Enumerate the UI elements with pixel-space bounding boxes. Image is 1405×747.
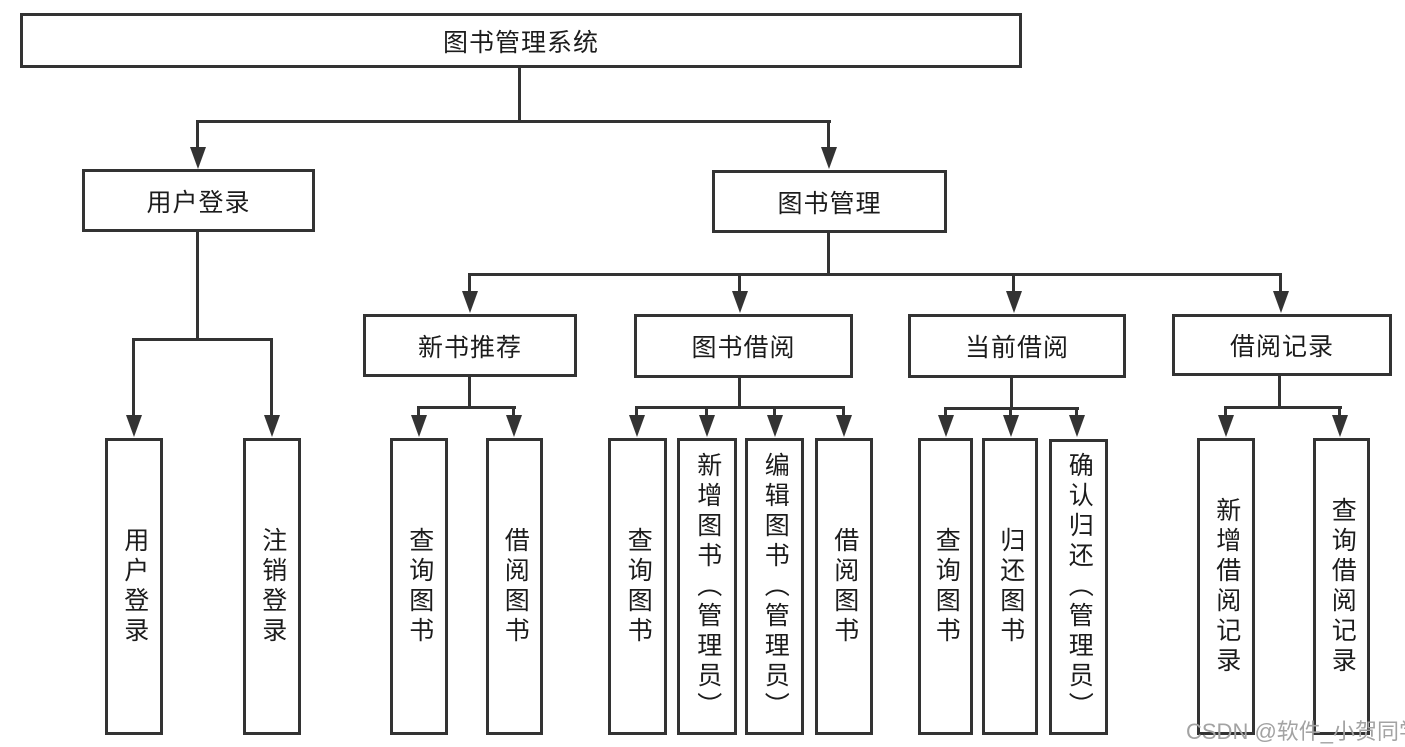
node-leaf-add-book-label: 新增图书（管理员）: [693, 451, 722, 722]
connector-to-leaf-query1: [417, 406, 420, 417]
node-leaf-confirm-return: 确认归还（管理员）: [1049, 439, 1108, 735]
arrowhead-leaf-query3: [938, 415, 954, 437]
arrowhead-leaf-confirm: [1069, 415, 1085, 437]
arrowhead-leaf-return: [1003, 415, 1019, 437]
arrowhead-leaf-edit-book: [767, 415, 783, 437]
connector-to-user-login: [196, 120, 199, 148]
node-current-borrow-label: 当前借阅: [964, 334, 1069, 362]
connector-to-leaf-confirm: [1075, 407, 1078, 417]
connector-to-leaf-user-login: [132, 338, 135, 416]
arrowhead-book-mgmt: [821, 147, 837, 169]
arrowhead-new-book-rec: [462, 291, 478, 313]
node-leaf-return-book-label: 归还图书: [996, 526, 1025, 647]
connector-root-bar: [196, 120, 831, 123]
node-leaf-query-book-2: 查询图书: [608, 438, 667, 735]
connector-currentborrow-stem: [1010, 378, 1013, 408]
arrowhead-current-borrow: [1006, 291, 1022, 313]
connector-to-leaf-query2: [635, 406, 638, 417]
connector-to-leaf-logout: [270, 338, 273, 416]
connector-to-leaf-edit-book: [773, 406, 776, 417]
node-root-label: 图书管理系统: [442, 28, 599, 57]
arrowhead-leaf-borrow2: [836, 415, 852, 437]
node-user-login: 用户登录: [82, 169, 315, 232]
node-user-login-label: 用户登录: [146, 188, 251, 217]
node-leaf-query-book-1-label: 查询图书: [405, 526, 434, 647]
node-leaf-query-record: 查询借阅记录: [1313, 438, 1370, 735]
connector-to-leaf-return: [1009, 407, 1012, 417]
connector-borrowrecord-stem: [1278, 376, 1281, 406]
node-borrow-record: 借阅记录: [1172, 314, 1392, 376]
connector-newbookrec-bar: [417, 406, 516, 409]
node-book-borrow-label: 图书借阅: [691, 334, 796, 362]
node-leaf-logout: 注销登录: [243, 438, 301, 735]
node-leaf-query-record-label: 查询借阅记录: [1328, 496, 1357, 677]
connector-to-leaf-query-record: [1338, 406, 1341, 417]
node-leaf-add-record-label: 新增借阅记录: [1212, 496, 1241, 677]
node-current-borrow: 当前借阅: [908, 314, 1126, 378]
connector-bookborrow-stem: [738, 378, 741, 406]
node-leaf-query-book-1: 查询图书: [390, 438, 448, 735]
node-leaf-borrow-book-1: 借阅图书: [486, 438, 543, 735]
connector-to-leaf-query3: [944, 407, 947, 417]
node-book-mgmt: 图书管理: [712, 170, 947, 233]
node-leaf-confirm-return-label: 确认归还（管理员）: [1065, 452, 1094, 722]
node-leaf-return-book: 归还图书: [982, 438, 1038, 735]
connector-userlogin-stem: [196, 232, 199, 338]
arrowhead-leaf-query-record: [1332, 415, 1348, 437]
node-book-mgmt-label: 图书管理: [777, 189, 882, 218]
node-leaf-add-record: 新增借阅记录: [1197, 438, 1255, 735]
connector-borrowrecord-bar: [1224, 406, 1342, 409]
node-leaf-user-login: 用户登录: [105, 438, 163, 735]
connector-to-borrow-record: [1279, 273, 1282, 293]
arrowhead-leaf-add-book: [699, 415, 715, 437]
connector-to-leaf-add-book: [705, 406, 708, 417]
arrowhead-book-borrow: [732, 291, 748, 313]
node-leaf-borrow-book-1-label: 借阅图书: [501, 526, 530, 647]
node-leaf-query-book-2-label: 查询图书: [624, 526, 653, 647]
connector-bookmgmt-bar: [468, 273, 1282, 276]
connector-to-new-book-rec: [468, 273, 471, 293]
connector-newbookrec-stem: [468, 377, 471, 406]
connector-to-book-mgmt: [827, 120, 830, 148]
node-leaf-edit-book: 编辑图书（管理员）: [745, 438, 804, 735]
arrowhead-leaf-query1: [411, 415, 427, 437]
node-leaf-query-book-3-label: 查询图书: [932, 526, 961, 647]
node-root: 图书管理系统: [20, 13, 1022, 68]
arrowhead-leaf-query2: [629, 415, 645, 437]
node-new-book-rec: 新书推荐: [363, 314, 577, 377]
node-leaf-add-book: 新增图书（管理员）: [677, 438, 737, 735]
node-leaf-borrow-book-2: 借阅图书: [815, 438, 873, 735]
arrowhead-user-login: [190, 147, 206, 169]
node-leaf-borrow-book-2-label: 借阅图书: [830, 526, 859, 647]
connector-to-current-borrow: [1012, 273, 1015, 293]
connector-bookmgmt-stem: [827, 233, 830, 273]
node-leaf-logout-label: 注销登录: [258, 526, 287, 647]
arrowhead-leaf-logout: [264, 415, 280, 437]
connector-to-leaf-borrow1: [512, 406, 515, 417]
connector-to-book-borrow: [738, 273, 741, 293]
node-new-book-rec-label: 新书推荐: [417, 333, 522, 362]
arrowhead-borrow-record: [1273, 291, 1289, 313]
node-leaf-query-book-3: 查询图书: [918, 438, 973, 735]
csdn-watermark: CSDN @软件_小贺同学: [1186, 719, 1405, 744]
node-leaf-user-login-label: 用户登录: [120, 526, 149, 647]
connector-to-leaf-add-record: [1224, 406, 1227, 417]
connector-root-stem: [518, 68, 521, 120]
connector-userlogin-bar: [132, 338, 273, 341]
arrowhead-leaf-add-record: [1218, 415, 1234, 437]
node-borrow-record-label: 借阅记录: [1229, 333, 1334, 361]
arrowhead-leaf-user-login: [126, 415, 142, 437]
arrowhead-leaf-borrow1: [506, 415, 522, 437]
node-book-borrow: 图书借阅: [634, 314, 853, 378]
connector-bookborrow-bar: [635, 406, 845, 409]
node-leaf-edit-book-label: 编辑图书（管理员）: [761, 451, 790, 722]
connector-to-leaf-borrow2: [842, 406, 845, 417]
